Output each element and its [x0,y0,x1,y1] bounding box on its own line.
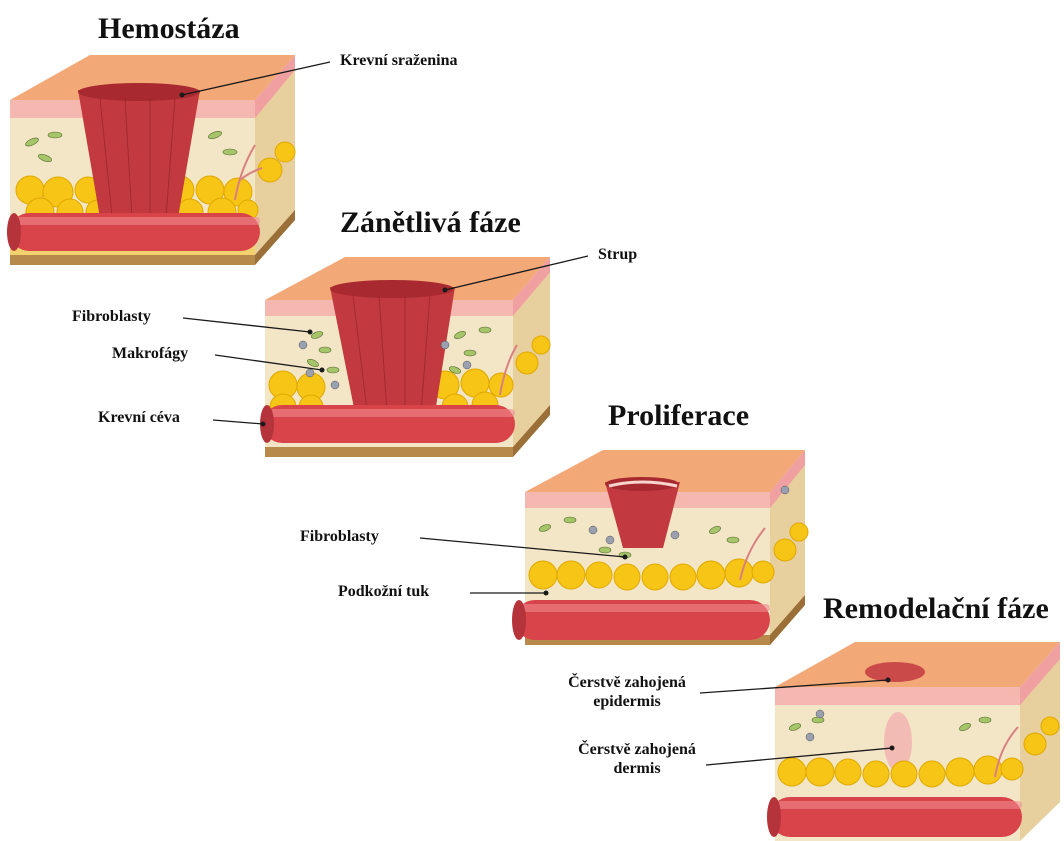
label-fibroblasty-proliferace: Fibroblasty [300,527,379,546]
label-fibroblasty-zanetliva: Fibroblasty [72,307,151,326]
title-hemostaza: Hemostáza [98,14,240,44]
label-podkozni-tuk: Podkožní tuk [338,582,429,601]
title-remodelacni-faze: Remodelační fáze [823,594,1049,624]
label-krevni-srazenina: Krevní sraženina [340,51,457,70]
label-cerstve-zahojena-dermis: Čerstvě zahojená dermis [566,740,708,778]
proliferation-skin-block [515,440,815,655]
label-makrofagy: Makrofágy [112,344,188,363]
remodeling-skin-block [770,632,1064,841]
hemostasis-skin-block [0,40,300,270]
title-proliferace: Proliferace [608,401,749,431]
inflammation-skin-block [255,245,555,465]
label-cerstve-zahojena-epidermis: Čerstvě zahojená epidermis [556,673,698,711]
title-zanetliva-faze: Zánětlivá fáze [340,208,521,238]
label-strup: Strup [598,245,637,264]
label-krevni-ceva: Krevní céva [98,408,180,427]
